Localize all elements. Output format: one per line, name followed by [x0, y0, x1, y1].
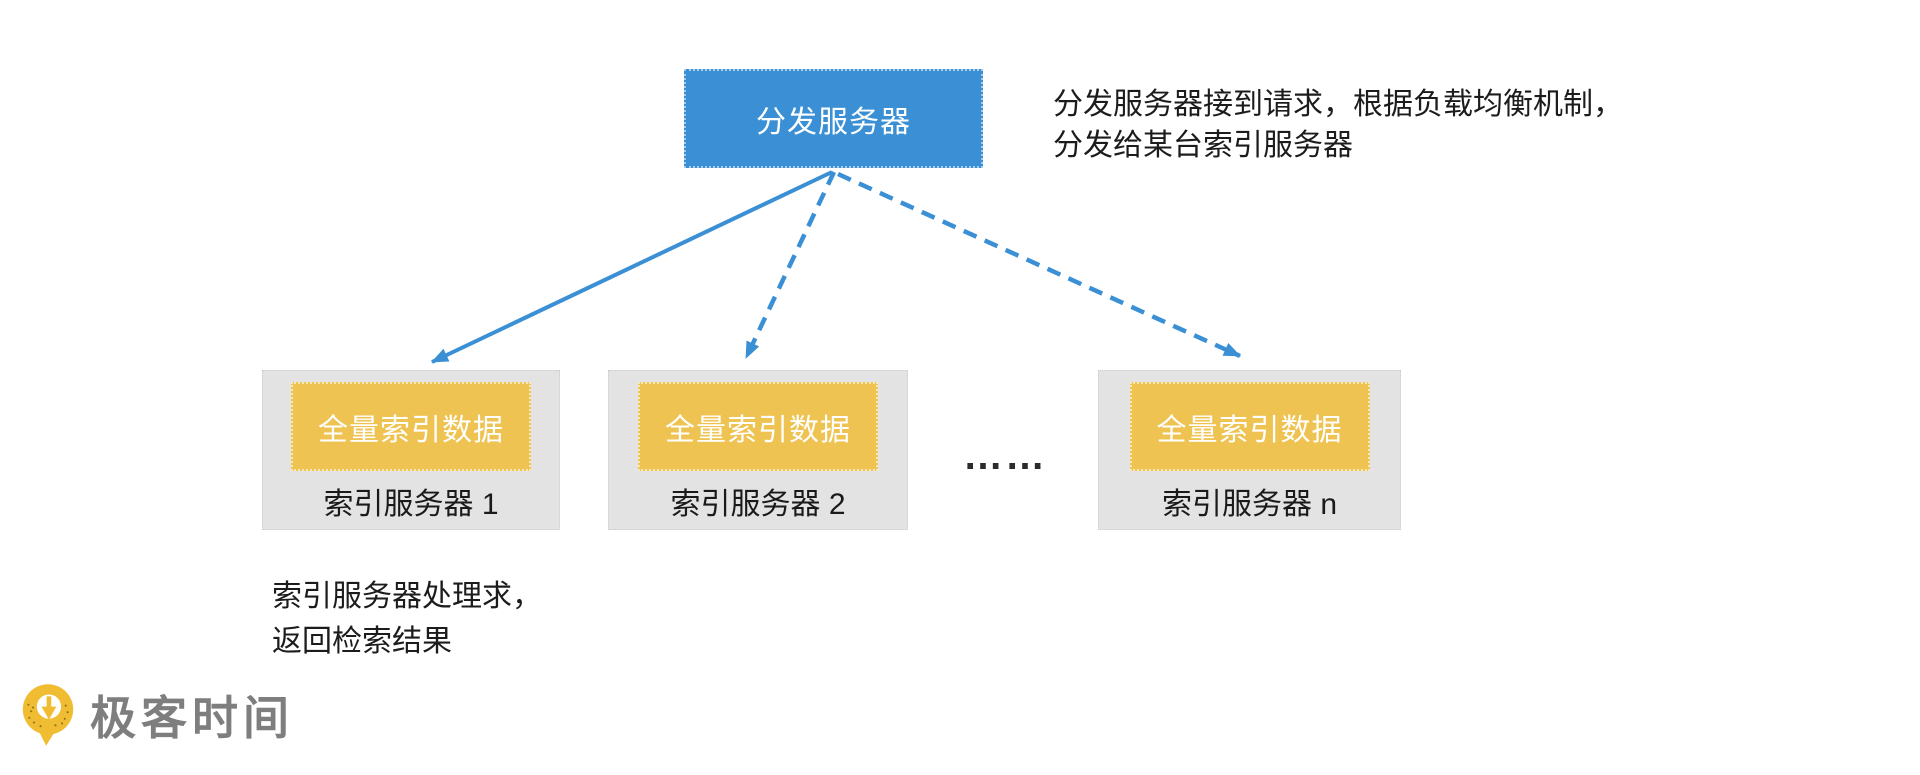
annotation-line: 索引服务器处理求，: [272, 580, 542, 613]
geektime-logo-text: 极客时间: [90, 692, 294, 744]
full-index-data-label: 全量索引数据: [318, 413, 504, 447]
index-server-annotation: 索引服务器处理求， 返回检索结果: [272, 574, 542, 664]
index-server-2-box: 全量索引数据 索引服务器 2: [608, 370, 908, 530]
index-server-n-box: 全量索引数据 索引服务器 n: [1098, 370, 1401, 530]
index-server-1-name: 索引服务器 1: [323, 488, 499, 521]
geektime-logo-icon: [22, 684, 74, 746]
full-index-data-box: 全量索引数据: [1129, 382, 1370, 471]
full-index-data-box: 全量索引数据: [291, 382, 531, 471]
dispatcher-annotation: 分发服务器接到请求，根据负载均衡机制， 分发给某台索引服务器: [1053, 84, 1623, 166]
arrow-dashed-to-server-2: [743, 171, 837, 359]
dispatcher-server-label: 分发服务器: [756, 105, 911, 139]
index-server-2-name: 索引服务器 2: [670, 488, 846, 521]
index-server-n-name: 索引服务器 n: [1161, 488, 1338, 521]
dispatcher-server-box: 分发服务器: [684, 69, 983, 168]
index-server-1-box: 全量索引数据 索引服务器 1: [262, 370, 560, 530]
annotation-line: 分发给某台索引服务器: [1053, 129, 1353, 162]
servers-ellipsis: ……: [963, 434, 1047, 478]
full-index-data-label: 全量索引数据: [1156, 413, 1343, 447]
full-index-data-label: 全量索引数据: [665, 413, 851, 447]
annotation-line: 返回检索结果: [272, 625, 452, 658]
arrow-solid-to-server-1: [431, 170, 833, 364]
full-index-data-box: 全量索引数据: [638, 382, 878, 471]
arrow-dashed-to-server-n: [837, 171, 1241, 359]
annotation-line: 分发服务器接到请求，根据负载均衡机制，: [1053, 88, 1623, 121]
brand-footer: 极客时间: [20, 682, 294, 748]
